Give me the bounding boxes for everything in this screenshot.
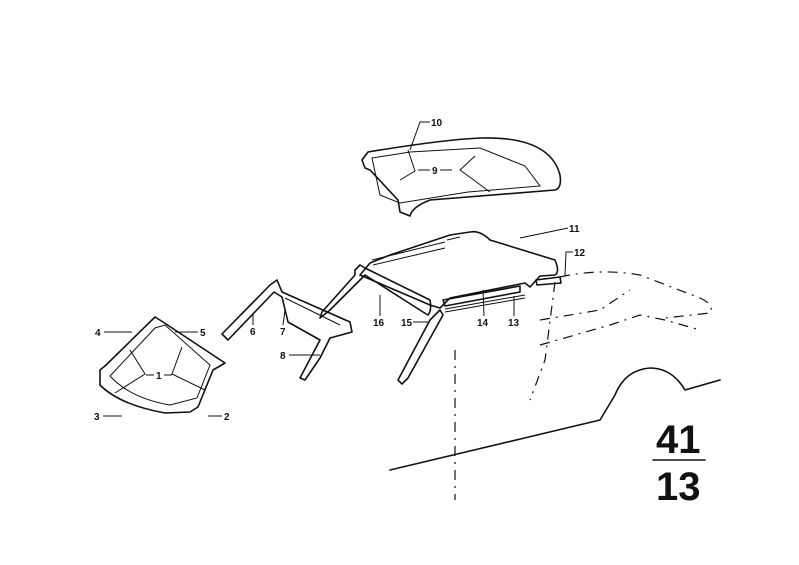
- page-number-bottom: 13: [656, 465, 701, 509]
- callout-10: 10: [431, 118, 443, 129]
- callout-12: 12: [574, 248, 586, 259]
- roof-panel-part: [359, 230, 562, 313]
- windshield-part: [99, 316, 226, 414]
- callout-5: 5: [200, 328, 206, 339]
- headliner-part: [361, 137, 562, 217]
- page-number-top: 41: [656, 418, 701, 462]
- car-body-outline: [389, 271, 721, 500]
- callout-1: 1: [156, 371, 162, 382]
- callout-13: 13: [508, 318, 520, 329]
- leader-lines: [103, 121, 706, 461]
- roof-frame-part: [319, 264, 432, 319]
- windshield-frame-part: [221, 279, 353, 381]
- callout-15: 15: [401, 318, 413, 329]
- callout-3: 3: [94, 412, 100, 423]
- callout-9: 9: [432, 166, 438, 177]
- callout-7: 7: [280, 327, 286, 338]
- callout-6: 6: [250, 327, 256, 338]
- callout-8: 8: [280, 351, 286, 362]
- callout-2: 2: [224, 412, 230, 423]
- callout-16: 16: [373, 318, 385, 329]
- callout-11: 11: [569, 224, 580, 235]
- callout-4: 4: [95, 328, 101, 339]
- callout-14: 14: [477, 318, 489, 329]
- pillar-trim-part: [397, 309, 444, 385]
